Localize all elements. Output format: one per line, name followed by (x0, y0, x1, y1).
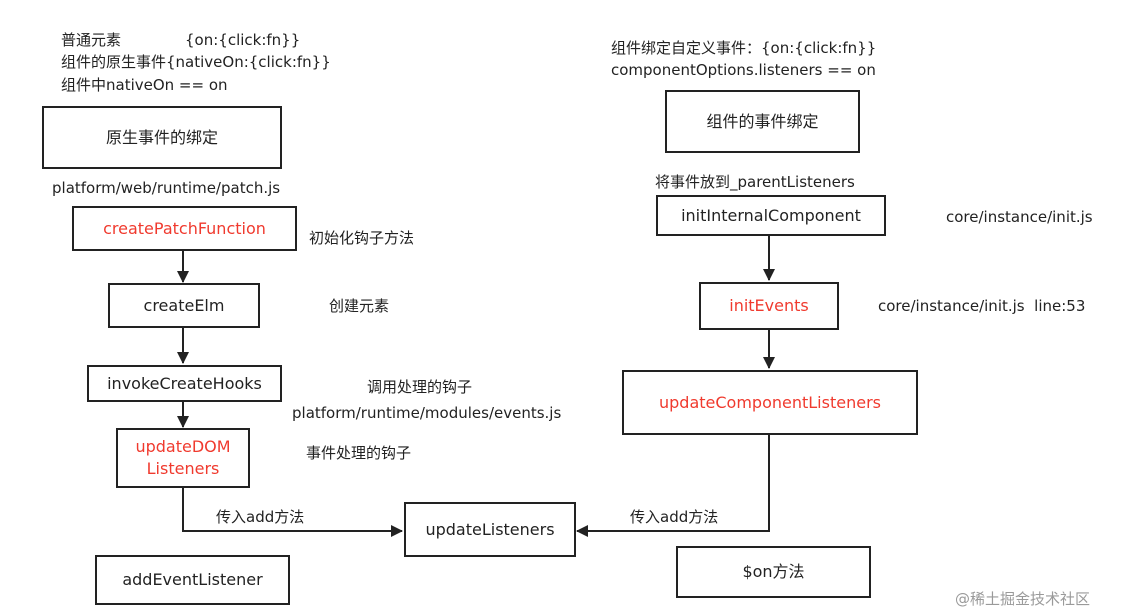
events-path-label: platform/runtime/modules/events.js (292, 404, 562, 422)
left-intro-line-2: {on:{click:fn}} (185, 31, 301, 49)
update-dom-note: 事件处理的钩子 (306, 444, 412, 462)
left-intro-line-4: 组件中nativeOn == on (61, 76, 228, 94)
right-intro-line-2: componentOptions.listeners == on (611, 61, 876, 79)
update-dom-listeners-line-1: updateDOM (135, 437, 231, 456)
create-elm-label: createElm (143, 295, 225, 315)
native-event-binding-label: 原生事件的绑定 (105, 127, 218, 147)
invoke-hooks-note: 调用处理的钩子 (367, 378, 473, 396)
on-method-label: $on方法 (742, 562, 805, 581)
update-component-listeners-box: updateComponentListeners (622, 370, 918, 435)
patch-path-label: platform/web/runtime/patch.js (52, 179, 281, 197)
update-listeners-label: updateListeners (425, 519, 555, 539)
right-intro-line-1: 组件绑定自定义事件：{on:{click:fn}} (611, 39, 877, 57)
update-dom-listeners-line-2: Listeners (146, 459, 220, 478)
init-internal-component-label: initInternalComponent (681, 205, 861, 225)
init-events-box: initEvents (699, 282, 839, 330)
init-events-path-label: core/instance/init.js line:53 (878, 297, 1086, 315)
create-patch-note: 初始化钩子方法 (309, 229, 415, 247)
create-elm-box: createElm (108, 283, 260, 328)
update-dom-listeners-box: updateDOM Listeners (116, 428, 250, 488)
arrow-updatedom-to-updatelisteners (182, 487, 403, 537)
arrow-updatecomponent-to-updatelisteners (576, 435, 770, 537)
component-event-binding-box: 组件的事件绑定 (665, 90, 860, 153)
update-component-listeners-label: updateComponentListeners (659, 392, 881, 412)
left-intro-line-1: 普通元素 (61, 31, 122, 49)
right-pass-add-label: 传入add方法 (630, 508, 719, 526)
add-event-listener-label: addEventListener (122, 570, 263, 589)
create-patch-function-box: createPatchFunction (72, 206, 297, 251)
init-js-path-label: core/instance/init.js (946, 208, 1093, 226)
left-intro-line-3: 组件的原生事件{nativeOn:{click:fn}} (61, 53, 331, 71)
left-pass-add-label: 传入add方法 (216, 508, 305, 526)
invoke-create-hooks-label: invokeCreateHooks (107, 373, 262, 393)
parent-listeners-note: 将事件放到_parentListeners (655, 173, 855, 191)
add-event-listener-box: addEventListener (95, 555, 290, 605)
update-listeners-box: updateListeners (404, 502, 576, 557)
init-internal-component-box: initInternalComponent (656, 195, 886, 236)
on-method-box: $on方法 (676, 546, 871, 598)
create-elm-note: 创建元素 (329, 297, 390, 315)
create-patch-function-label: createPatchFunction (103, 218, 266, 238)
component-event-binding-label: 组件的事件绑定 (706, 111, 819, 131)
watermark-text: @稀土掘金技术社区 (955, 590, 1091, 608)
native-event-binding-box: 原生事件的绑定 (42, 106, 282, 169)
invoke-create-hooks-box: invokeCreateHooks (87, 365, 282, 402)
init-events-label: initEvents (729, 296, 809, 315)
